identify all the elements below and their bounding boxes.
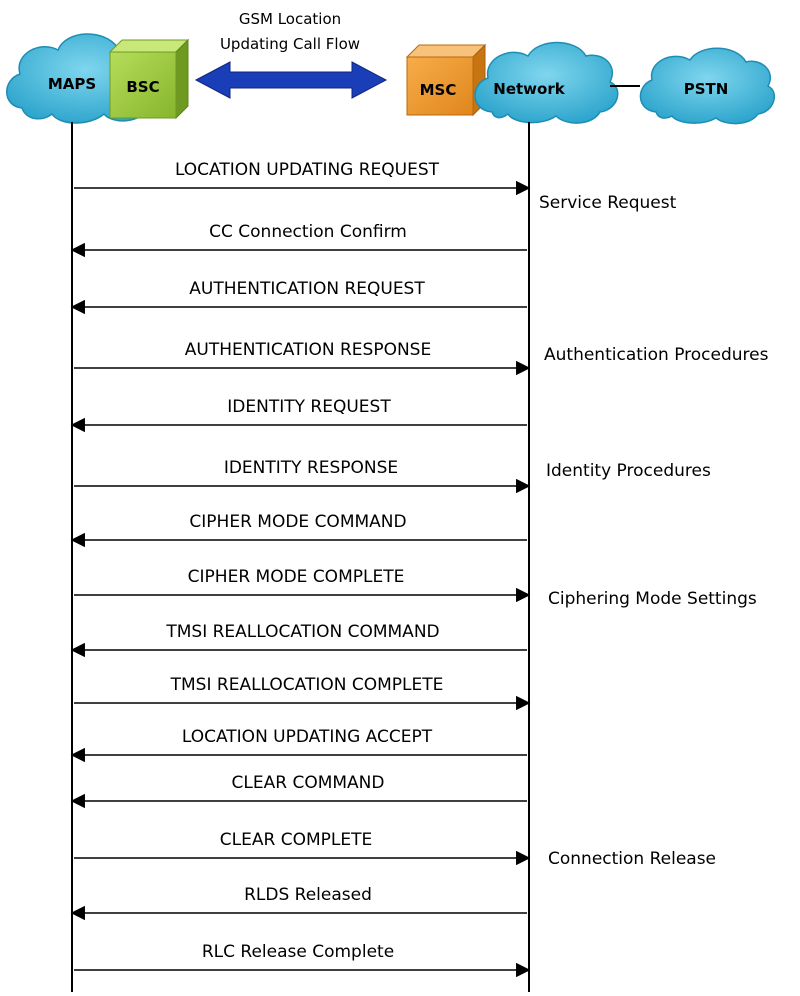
message-3: AUTHENTICATION REQUEST [70,279,527,315]
phase-label-5: Connection Release [548,849,716,869]
message-8: CIPHER MODE COMPLETE [74,567,531,603]
message-label: CLEAR COMPLETE [220,830,372,850]
message-11: LOCATION UPDATING ACCEPT [70,727,527,763]
message-label: TMSI REALLOCATION COMPLETE [170,675,444,695]
message-4: AUTHENTICATION RESPONSE [74,340,531,376]
message-2: CC Connection Confirm [70,222,527,258]
message-label: RLDS Released [244,885,372,905]
maps-node-label: MAPS [48,75,96,93]
message-7: CIPHER MODE COMMAND [70,512,527,548]
message-label: CIPHER MODE COMMAND [189,512,406,532]
message-10: TMSI REALLOCATION COMPLETE [74,675,531,711]
diagram-title-line-2: Updating Call Flow [220,35,360,53]
message-13: CLEAR COMPLETE [74,830,531,866]
message-label: LOCATION UPDATING REQUEST [175,160,440,180]
msc-node-label: MSC [420,81,457,99]
message-label: TMSI REALLOCATION COMMAND [165,622,439,642]
msc-cube [405,43,487,117]
phase-label-2: Authentication Procedures [544,345,769,365]
message-label: CC Connection Confirm [209,222,407,242]
message-label: AUTHENTICATION REQUEST [189,279,425,299]
bsc-cube [108,38,190,120]
message-label: IDENTITY REQUEST [227,397,391,417]
message-12: CLEAR COMMAND [70,773,527,809]
message-15: RLC Release Complete [74,942,531,978]
message-label: RLC Release Complete [202,942,394,962]
message-label: AUTHENTICATION RESPONSE [185,340,431,360]
bsc-node-label: BSC [126,78,159,96]
phase-label-3: Identity Procedures [546,461,711,481]
message-9: TMSI REALLOCATION COMMAND [70,622,527,658]
message-14: RLDS Released [70,885,527,921]
phase-label-4: Ciphering Mode Settings [548,589,757,609]
message-1: LOCATION UPDATING REQUEST [74,160,531,196]
message-label: IDENTITY RESPONSE [224,458,398,478]
diagram-title-line-1: GSM Location [239,10,341,28]
message-label: CIPHER MODE COMPLETE [188,567,405,587]
network-node-label: Network [493,80,565,98]
pstn-node-label: PSTN [684,80,729,98]
bsc-msc-link-arrow [194,61,388,99]
pstn-cloud [639,47,776,125]
message-5: IDENTITY REQUEST [70,397,527,433]
message-label: CLEAR COMMAND [232,773,385,793]
network-cloud [474,41,619,124]
message-6: IDENTITY RESPONSE [74,458,531,494]
messages-layer: LOCATION UPDATING REQUEST CC Connection C… [70,160,531,978]
message-label: LOCATION UPDATING ACCEPT [182,727,433,747]
phase-label-1: Service Request [539,193,677,213]
